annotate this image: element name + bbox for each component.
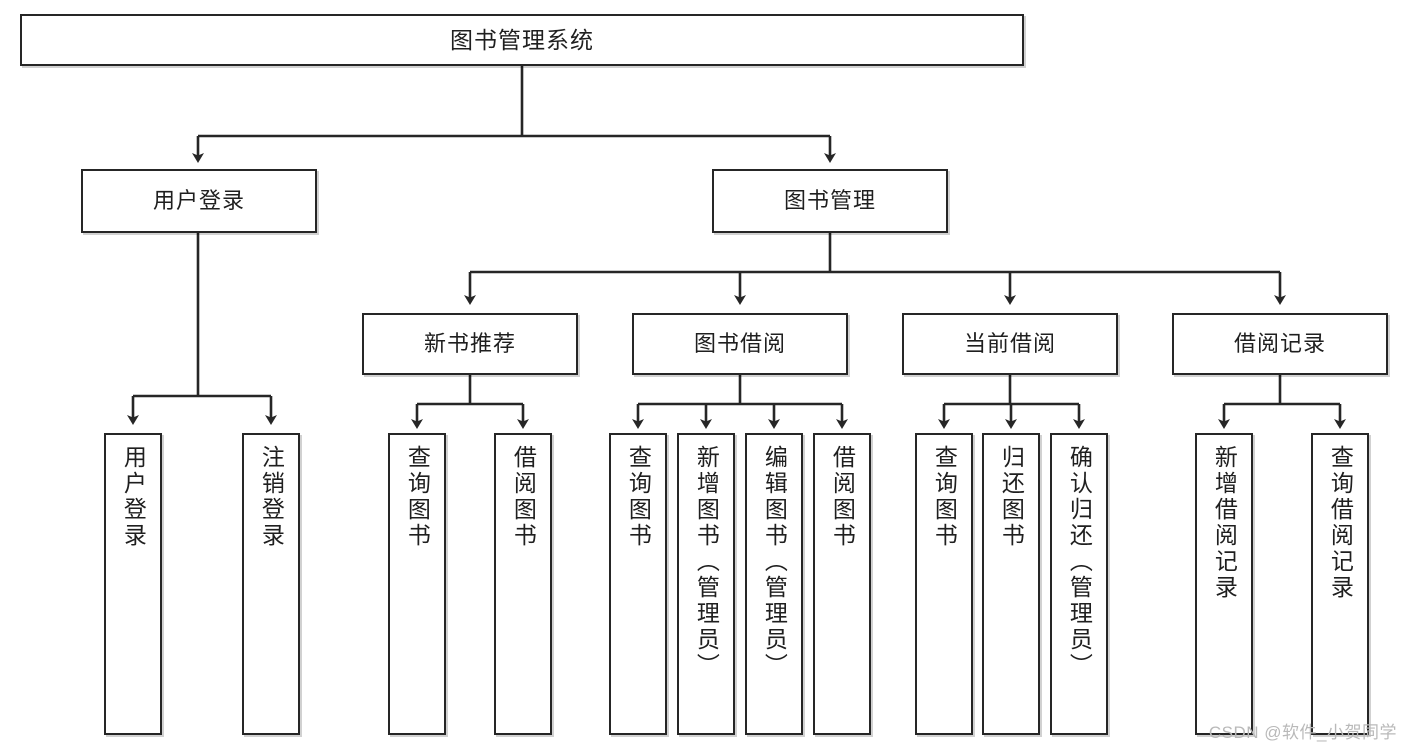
node-book-management[interactable]: 图书管理 xyxy=(712,169,948,233)
leaf-current-borrow-confirm-return-admin[interactable]: 确认归还（管理员） xyxy=(1050,433,1108,735)
node-borrow-record[interactable]: 借阅记录 xyxy=(1172,313,1388,375)
node-label: 用户登录 xyxy=(120,445,147,549)
node-label: 查询图书 xyxy=(931,445,958,549)
leaf-current-borrow-return-book[interactable]: 归还图书 xyxy=(982,433,1040,735)
leaf-book-borrow-edit-book-admin[interactable]: 编辑图书（管理员） xyxy=(745,433,803,735)
leaf-new-book-query-book[interactable]: 查询图书 xyxy=(388,433,446,735)
node-label: 编辑图书（管理员） xyxy=(761,445,788,679)
leaf-user-login-login[interactable]: 用户登录 xyxy=(104,433,162,735)
node-user-login[interactable]: 用户登录 xyxy=(81,169,317,233)
node-label: 查询图书 xyxy=(404,445,431,549)
node-label: 新书推荐 xyxy=(423,331,516,357)
leaf-new-book-borrow-book[interactable]: 借阅图书 xyxy=(494,433,552,735)
leaf-current-borrow-query-book[interactable]: 查询图书 xyxy=(915,433,973,735)
leaf-borrow-record-query-record[interactable]: 查询借阅记录 xyxy=(1311,433,1369,735)
node-label: 借阅图书 xyxy=(829,445,856,549)
node-current-borrow[interactable]: 当前借阅 xyxy=(902,313,1118,375)
node-label: 借阅记录 xyxy=(1233,331,1326,357)
node-new-book-recommend[interactable]: 新书推荐 xyxy=(362,313,578,375)
node-label: 查询图书 xyxy=(625,445,652,549)
leaf-book-borrow-borrow-book[interactable]: 借阅图书 xyxy=(813,433,871,735)
node-label: 查询借阅记录 xyxy=(1327,445,1354,601)
csdn-watermark: CSDN @软件_小贺同学 xyxy=(1208,723,1397,742)
node-label: 图书借阅 xyxy=(693,331,786,357)
node-root-book-management-system[interactable]: 图书管理系统 xyxy=(20,14,1024,66)
node-label: 图书管理系统 xyxy=(450,26,594,53)
node-label: 当前借阅 xyxy=(963,331,1056,357)
leaf-borrow-record-add-record[interactable]: 新增借阅记录 xyxy=(1195,433,1253,735)
leaf-user-login-logout[interactable]: 注销登录 xyxy=(242,433,300,735)
node-label: 确认归还（管理员） xyxy=(1066,445,1093,679)
node-label: 归还图书 xyxy=(998,445,1025,549)
node-label: 新增借阅记录 xyxy=(1211,445,1238,601)
node-label: 图书管理 xyxy=(783,188,876,214)
leaf-book-borrow-add-book-admin[interactable]: 新增图书（管理员） xyxy=(677,433,735,735)
node-label: 注销登录 xyxy=(258,445,285,549)
node-label: 借阅图书 xyxy=(510,445,537,549)
node-label: 新增图书（管理员） xyxy=(693,445,720,679)
node-book-borrow[interactable]: 图书借阅 xyxy=(632,313,848,375)
node-label: 用户登录 xyxy=(152,188,245,214)
leaf-book-borrow-query-book[interactable]: 查询图书 xyxy=(609,433,667,735)
